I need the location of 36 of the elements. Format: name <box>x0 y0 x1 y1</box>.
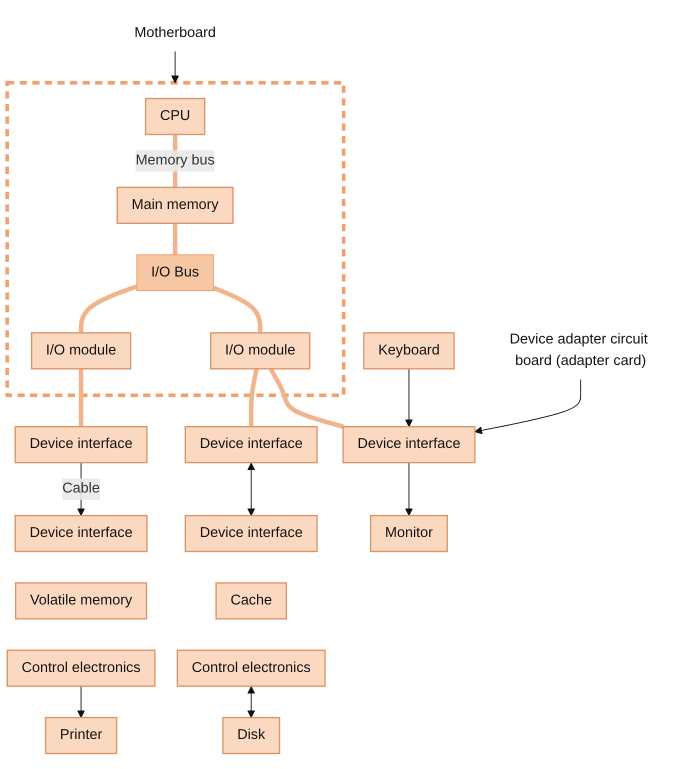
connector <box>268 368 344 429</box>
node-box: Cache <box>215 582 287 620</box>
connector <box>212 286 262 333</box>
node-box: Disk <box>222 716 280 754</box>
node-box: Control electronics <box>6 650 156 687</box>
node-text: Device adapter circuit board (adapter card) <box>510 332 648 369</box>
arrow <box>405 368 413 428</box>
connector <box>78 368 84 427</box>
node-box: Main memory <box>116 186 234 224</box>
connector <box>248 368 259 427</box>
node-box: Monitor <box>370 514 448 552</box>
node-box: Device interface <box>184 426 318 464</box>
node-box: Keyboard <box>363 332 455 370</box>
node-box: Printer <box>44 716 118 754</box>
node-box: I/O Bus <box>136 254 214 292</box>
node-box: Device interface <box>14 514 148 552</box>
node-box: Device interface <box>184 514 318 552</box>
node-box: Control electronics <box>176 650 326 687</box>
arrow <box>77 686 86 718</box>
connector <box>78 284 138 333</box>
node-box: Device interface <box>342 426 476 464</box>
arrow <box>171 50 180 84</box>
node-text: Motherboard <box>134 25 216 41</box>
arrow <box>247 686 256 718</box>
node-box: CPU <box>144 98 206 136</box>
arrow <box>474 379 582 434</box>
node-box: I/O module <box>210 332 310 370</box>
connector <box>172 223 178 255</box>
edge-label: Cable <box>62 481 100 496</box>
node-box: Volatile memory <box>14 582 148 620</box>
cluster <box>5 81 346 398</box>
arrow <box>247 462 256 516</box>
node-box: Device interface <box>14 426 148 464</box>
node-box: I/O module <box>30 332 132 370</box>
edge-label: Memory bus <box>136 152 215 168</box>
arrow <box>405 462 413 516</box>
